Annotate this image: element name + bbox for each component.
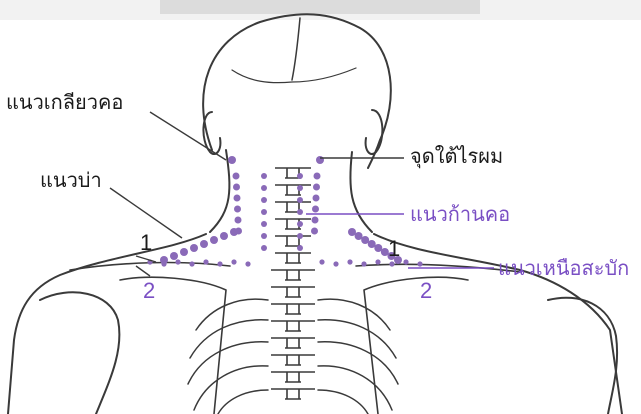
- suprascapular-dot: [417, 261, 422, 266]
- scm-dot: [233, 173, 240, 180]
- shoulder-dot: [220, 232, 228, 240]
- suprascapular-dot: [189, 261, 194, 266]
- hairline-dot: [316, 156, 324, 164]
- top-shadow: [160, 0, 480, 14]
- vertebra: [275, 168, 311, 178]
- suprascapular-dot: [217, 261, 222, 266]
- marker-1-left-tick2: [136, 266, 150, 276]
- suprascapular-dot: [403, 259, 408, 264]
- neck-stem-dot: [297, 233, 303, 239]
- suprascapular-dot: [361, 261, 366, 266]
- rib-left-4: [194, 366, 268, 410]
- label-neck-stem-line: แนวก้านคอ: [410, 204, 510, 224]
- scm-dot: [234, 195, 241, 202]
- vertebra: [271, 338, 315, 348]
- vertebra: [271, 389, 315, 399]
- hairline-dot: [228, 156, 236, 164]
- skull-outline: [203, 14, 391, 168]
- neck-stem-dot: [261, 173, 267, 179]
- marker-2-left: 2: [143, 280, 155, 302]
- rib-right-2: [318, 320, 396, 358]
- vertebra: [275, 219, 311, 229]
- label-scm-line: แนวเกลียวคอ: [6, 92, 123, 112]
- right-humerus: [548, 298, 617, 414]
- label-hairline-point: จุดใต้ไรผม: [410, 146, 503, 166]
- marker-2-right: 2: [420, 280, 432, 302]
- neck-stem-dot: [297, 221, 303, 227]
- vertebra: [271, 321, 315, 331]
- suprascapular-dot: [161, 261, 166, 266]
- shoulder-dot: [210, 236, 218, 244]
- neck-stem-dot: [297, 209, 303, 215]
- suprascapular-dot: [203, 259, 208, 264]
- neck-stem-dot: [297, 185, 303, 191]
- right-neck-line: [350, 152, 372, 232]
- shoulder-dot: [230, 228, 238, 236]
- vertebra: [271, 287, 315, 297]
- vertebra: [275, 202, 311, 212]
- suprascapular-dot: [389, 261, 394, 266]
- vertebra: [275, 185, 311, 195]
- marker-1-left: 1: [140, 232, 152, 254]
- vertebra: [271, 372, 315, 382]
- rib-left-1: [196, 299, 268, 330]
- suprascapular-dot: [245, 261, 250, 266]
- vertebra: [271, 270, 315, 280]
- shoulder-dot: [170, 252, 178, 260]
- scm-dot: [233, 184, 240, 191]
- spine: [271, 168, 315, 399]
- marker-1-right: 1: [388, 238, 400, 260]
- suprascapular-dot: [319, 259, 324, 264]
- vertebra: [271, 355, 315, 365]
- rib-right-1: [318, 299, 390, 330]
- scm-dot: [313, 184, 320, 191]
- left-scapula: [120, 277, 226, 414]
- rib-right-4: [318, 366, 392, 410]
- right-scapula: [364, 277, 468, 414]
- neck-stem-dot: [261, 185, 267, 191]
- rib-left-5: [218, 390, 268, 414]
- skull-suture: [292, 18, 300, 80]
- suprascapular-dot: [175, 259, 180, 264]
- neck-stem-dot: [261, 209, 267, 215]
- suprascapular-dot: [333, 261, 338, 266]
- rib-left-2: [190, 320, 268, 358]
- neck-stem-dot: [261, 221, 267, 227]
- scm-dot: [234, 206, 241, 213]
- scm-dot: [314, 173, 321, 180]
- scm-dot: [313, 195, 320, 202]
- scm-dot: [235, 217, 242, 224]
- right-ear: [366, 110, 383, 154]
- leader-scm: [150, 112, 226, 160]
- shoulder-dot: [190, 244, 198, 252]
- rib-right-3: [318, 342, 398, 384]
- neck-stem-dot: [297, 197, 303, 203]
- neck-stem-dot: [261, 197, 267, 203]
- neck-stem-dot: [297, 245, 303, 251]
- left-neck-line: [210, 150, 229, 232]
- neck-stem-dot: [261, 245, 267, 251]
- scm-dot: [312, 217, 319, 224]
- suprascapular-dot: [231, 259, 236, 264]
- shoulder-dot: [180, 248, 188, 256]
- shoulder-dot: [200, 240, 208, 248]
- label-shoulder-line: แนวบ่า: [40, 170, 102, 190]
- neck-stem-dot: [261, 233, 267, 239]
- vertebra: [275, 253, 311, 263]
- scm-dot: [312, 206, 319, 213]
- marker-1-left-tick: [136, 256, 156, 262]
- vertebra: [275, 236, 311, 246]
- suprascapular-dot: [375, 259, 380, 264]
- label-suprascapular-line: แนวเหนือสะบัก: [498, 258, 629, 278]
- neck-stem-dot: [297, 173, 303, 179]
- left-humerus: [40, 292, 119, 414]
- leader-lines: [110, 112, 494, 276]
- suprascapular-dot: [347, 259, 352, 264]
- rib-right-5: [318, 390, 368, 414]
- vertebra: [271, 304, 315, 314]
- rib-left-3: [188, 342, 268, 384]
- scm-dot: [311, 228, 318, 235]
